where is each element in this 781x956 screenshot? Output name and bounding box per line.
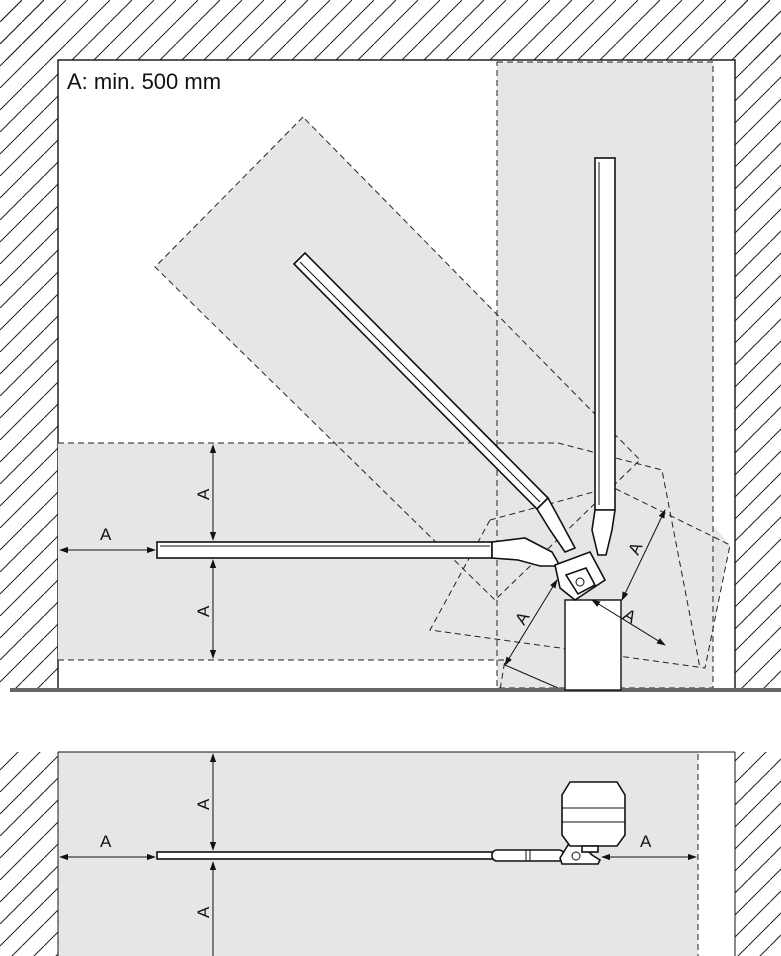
dash-rotated-box xyxy=(429,486,731,669)
arm-joint-hub xyxy=(554,551,607,601)
wall-hatch-left xyxy=(0,0,58,690)
top-view: A: min. 500 mm A A A A A A xyxy=(0,0,781,692)
side-arm xyxy=(156,844,602,865)
arm-horizontal xyxy=(156,537,562,567)
dash-diagonal xyxy=(154,116,641,601)
dim-label-left: A xyxy=(100,525,112,544)
side-dim-label-down: A xyxy=(194,906,213,918)
dim-arrow-right-upper xyxy=(621,509,666,601)
side-view: A A A A xyxy=(0,751,781,956)
wall-hatch-top xyxy=(0,0,781,60)
dim-arrow-right-lower xyxy=(591,599,666,646)
arm-diagonal xyxy=(292,251,577,553)
side-monitor xyxy=(561,781,626,853)
side-wall-hatch-right xyxy=(735,752,781,956)
dim-label-up: A xyxy=(194,488,213,500)
side-wall-hatch-left xyxy=(0,752,58,956)
wall-hatch-right xyxy=(735,0,781,690)
dim-extension xyxy=(504,664,559,689)
dim-label-down: A xyxy=(194,605,213,617)
mast-base xyxy=(564,599,622,691)
side-dim-label-right: A xyxy=(640,832,652,851)
arm-vertical xyxy=(591,157,616,556)
dim-arrow-diagonal xyxy=(504,579,558,666)
side-dim-label-left: A xyxy=(100,832,112,851)
legend-text: A: min. 500 mm xyxy=(67,69,221,94)
side-dim-label-up: A xyxy=(194,798,213,810)
